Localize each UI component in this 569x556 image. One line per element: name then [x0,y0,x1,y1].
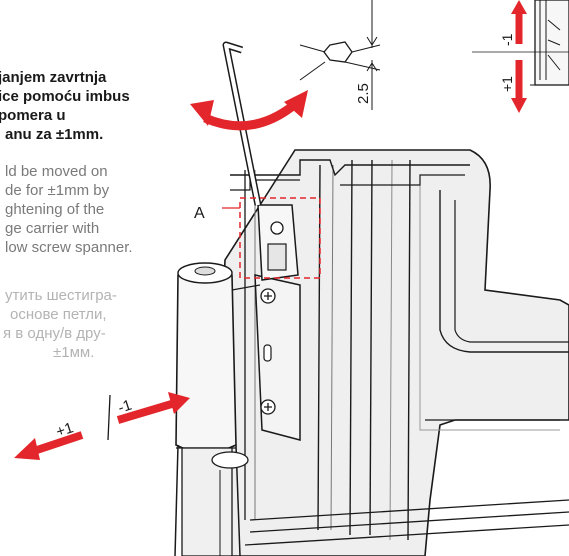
english-line: ge carrier with [5,220,100,237]
allen-key [222,41,262,206]
instruction-text-serbian: janjem zavrtnja ice pomoću imbus pomera … [0,68,130,144]
detail-a-box [222,197,321,279]
serbian-line: ice pomoću imbus [0,88,130,105]
serbian-line: pomera u [0,107,66,124]
dimension-detail [299,0,381,110]
serbian-line: anu za ±1mm. [5,126,104,143]
detail-a-label: A [194,205,205,222]
top-inset-detail [472,0,569,113]
dimension-label: 2.5 [355,83,372,104]
top-minus-one-label: -1 [499,33,515,46]
english-line: low screw spanner. [5,239,133,256]
english-line: ld be moved on [5,163,108,180]
top-plus-one-label: +1 [499,76,515,92]
russian-line: утить шестигра- [5,287,117,304]
hinge-top-block [257,204,299,281]
instruction-text-english: ld be moved on de for ±1mm by ghtening o… [5,162,133,257]
instruction-text-russian: утить шестигра- основе петли, я в одну/в… [3,286,117,362]
russian-line: ±1мм. [53,344,95,361]
plus-one-label: +1 [54,419,76,440]
english-line: ghtening of the [5,201,105,218]
minus-one-label: -1 [116,397,134,417]
hinge-barrel [174,262,261,556]
rotation-arrow [190,90,308,131]
russian-line: я в одну/в дру- [3,325,106,342]
window-frame [199,149,569,556]
hinge-carrier [254,274,301,441]
russian-line: основе петли, [10,306,107,323]
movement-arrows [14,392,190,460]
english-line: de for ±1mm by [5,182,110,199]
serbian-line: janjem zavrtnja [0,69,107,86]
